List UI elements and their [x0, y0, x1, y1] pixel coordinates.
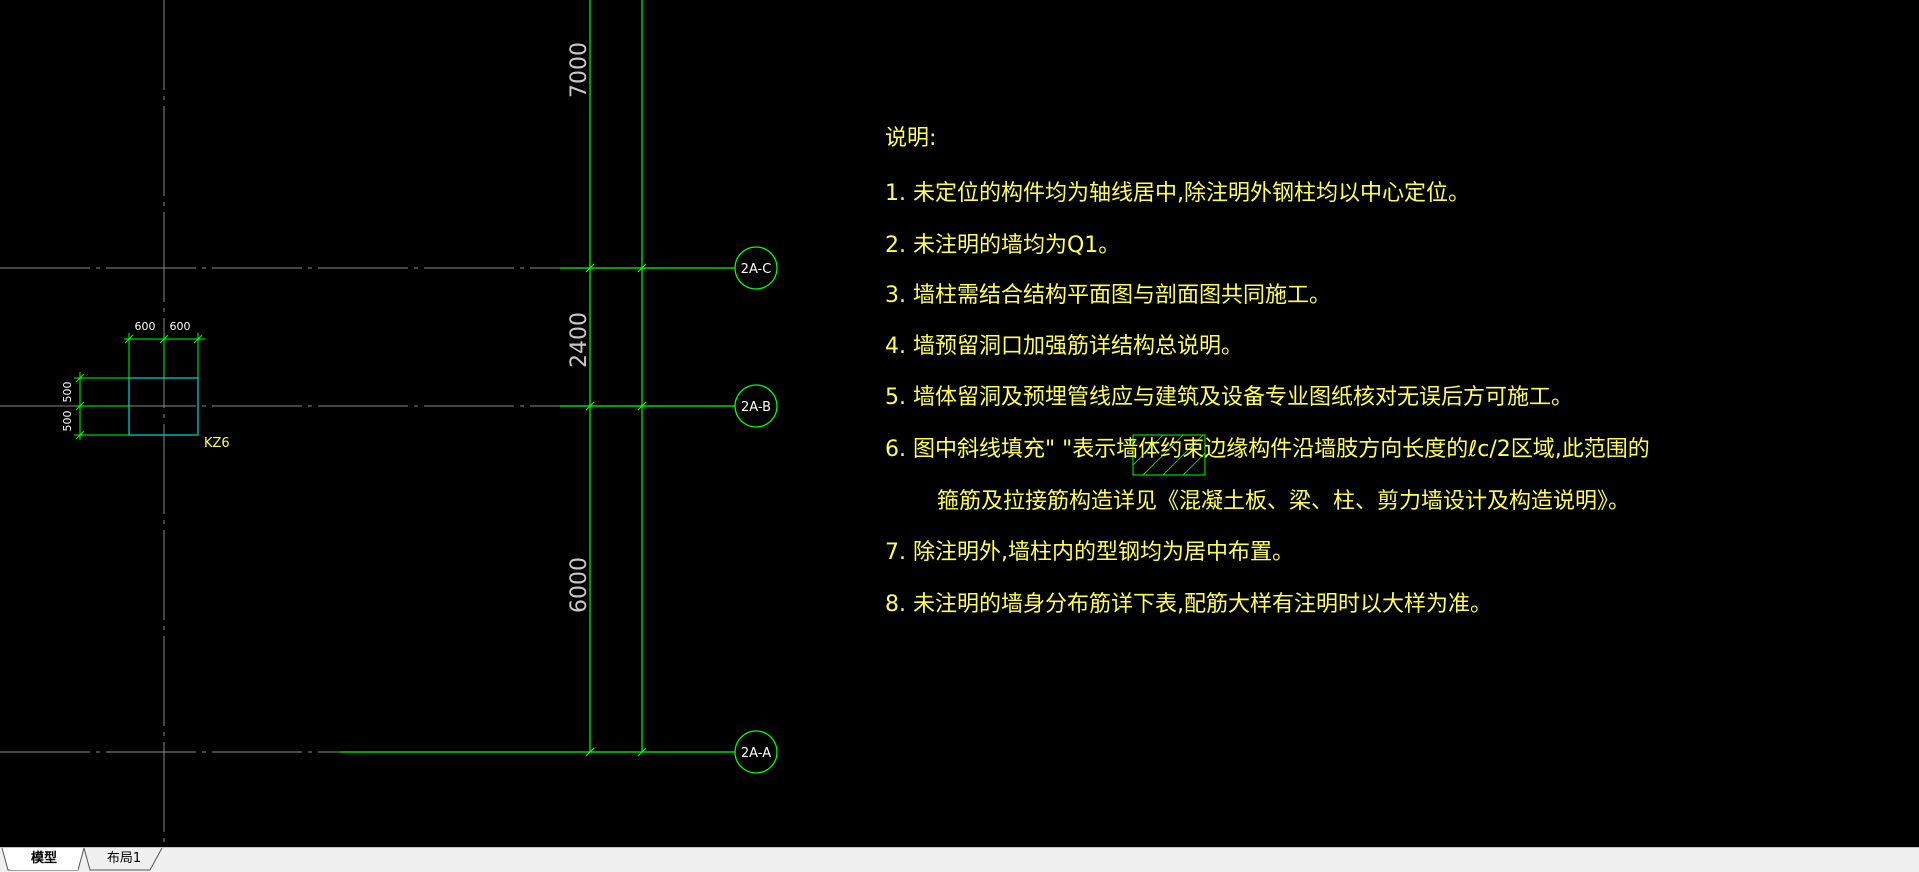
dim-6000: 6000	[567, 557, 592, 613]
axis-bubble-2a-a	[734, 730, 778, 774]
note-item-4: 4. 墙预留洞口加强筋详结构总说明。	[885, 334, 1243, 359]
axis-bubble-2a-c	[734, 246, 778, 290]
axis-bubbles: 2A-C 2A-B 2A-A	[734, 246, 778, 774]
col-dim-text: 600	[135, 320, 156, 333]
axis-bubble-label: 2A-B	[741, 400, 771, 415]
col-dim-text: 500	[61, 382, 74, 403]
dim-7000: 7000	[567, 42, 592, 98]
axis-bubble-2a-b	[734, 384, 778, 428]
column-dim-top	[124, 333, 205, 378]
dim-2400: 2400	[567, 312, 592, 368]
notes-title: 说明:	[885, 126, 936, 151]
axis-bubble-label: 2A-C	[741, 262, 772, 277]
tab-model[interactable]: 模型	[10, 848, 78, 870]
note-item-7: 7. 除注明外,墙柱内的型钢均为居中布置。	[885, 540, 1294, 565]
column-label: KZ6	[204, 436, 230, 451]
note-item-3: 3. 墙柱需结合结构平面图与剖面图共同施工。	[885, 283, 1331, 308]
note-item-2: 2. 未注明的墙均为Q1。	[885, 233, 1120, 258]
note-item-1: 1. 未定位的构件均为轴线居中,除注明外钢柱均以中心定位。	[885, 181, 1470, 206]
vertical-dimensions: 7000 2400 6000	[567, 42, 592, 613]
note-item-8: 8. 未注明的墙身分布筋详下表,配筋大样有注明时以大样为准。	[885, 592, 1492, 617]
column-dim-left	[74, 372, 129, 440]
cad-drawing: 2A-C 2A-B 2A-A 7000 2400 6000	[0, 0, 1650, 847]
notes: 说明: 1. 未定位的构件均为轴线居中,除注明外钢柱均以中心定位。 2. 未注明…	[885, 126, 1650, 617]
drawing-canvas[interactable]: 2A-C 2A-B 2A-A 7000 2400 6000	[0, 0, 1919, 847]
column-kz6: 600 600 500 500 KZ6	[61, 320, 230, 451]
note-item-6-cont: 箍筋及拉接筋构造详见《混凝土板、梁、柱、剪力墙设计及构造说明》。	[937, 489, 1630, 514]
col-dim-text: 500	[61, 411, 74, 432]
layout-tab-bar: 模型 布局1	[0, 847, 1919, 872]
axis-bubble-label: 2A-A	[741, 746, 771, 761]
note-item-6: 6. 图中斜线填充" "表示墙体约束边缘构件沿墙肢方向长度的ℓc/2区域,此范围…	[885, 437, 1650, 462]
tab-layout1[interactable]: 布局1	[106, 851, 142, 866]
col-dim-text: 600	[170, 320, 191, 333]
grid-lines	[0, 0, 730, 847]
note-item-5: 5. 墙体留洞及预埋管线应与建筑及设备专业图纸核对无误后方可施工。	[885, 385, 1573, 410]
wall-lines	[340, 0, 735, 757]
hatch-sample	[1132, 434, 1206, 476]
